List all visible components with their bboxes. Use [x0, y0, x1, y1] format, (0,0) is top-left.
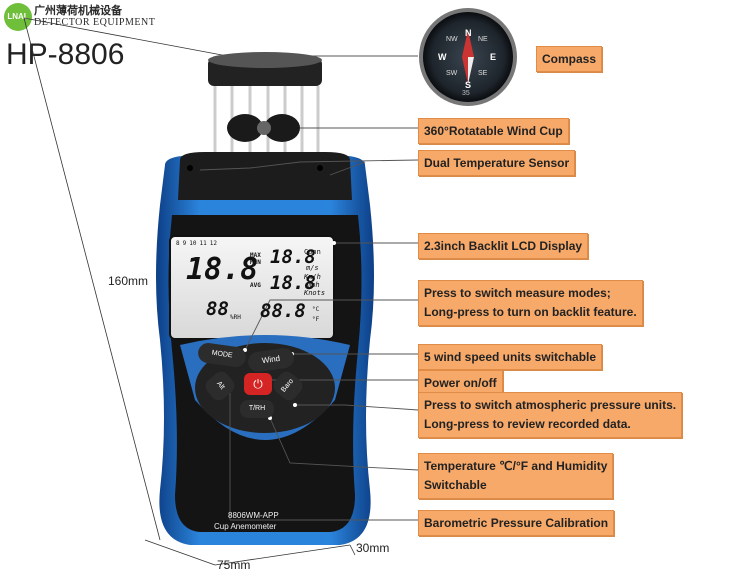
scale-9: 9: [182, 240, 187, 247]
scale-11: 11: [199, 240, 207, 247]
wind-button-label: Wind: [261, 353, 281, 366]
callout-dual-temperature: Dual Temperature Sensor: [418, 150, 576, 176]
callout-wind-cup: 360°Rotatable Wind Cup: [418, 118, 569, 144]
lcd-rh-unit: %RH: [230, 314, 241, 321]
wind-cup-head: [208, 52, 322, 155]
device-model-print: 8806WM-APP: [228, 511, 279, 520]
lcd-degc: °C: [312, 306, 320, 313]
dimension-depth: 30mm: [356, 541, 390, 555]
lcd-unit-knots: Knots: [304, 289, 326, 297]
lcd-avg-reading: 18.8: [270, 272, 316, 294]
lcd-unit-ms: m/s: [306, 264, 319, 272]
callout-power: Power on/off: [418, 370, 503, 396]
callout-calibration: Barometric Pressure Calibration: [418, 510, 615, 536]
trh-button-label: T/RH: [248, 405, 266, 412]
scale-10: 10: [189, 240, 197, 247]
compass-face: N S E W NW NE SW SE 35: [420, 10, 516, 106]
callout-lcd: 2.3inch Backlit LCD Display: [418, 233, 589, 259]
lcd-max-label: MAX: [250, 252, 261, 259]
callout-compass: Compass: [536, 46, 603, 72]
lcd-temp-reading: 88.8: [260, 300, 306, 322]
callout-temperature-line-2: Switchable: [424, 478, 487, 492]
lcd-min-label: MIN: [250, 259, 261, 266]
power-button[interactable]: ⏻: [244, 373, 272, 395]
scale-12: 12: [209, 240, 217, 247]
lcd-main-reading: 18.8: [186, 252, 259, 287]
lcd-avg-label: AVG: [250, 282, 261, 289]
lcd-humidity-reading: 88: [206, 298, 229, 320]
callout-baro-line-2: Long-press to review recorded data.: [424, 417, 631, 431]
scale-8: 8: [176, 240, 180, 247]
lcd-scale: 8 9 10 11 12: [176, 240, 217, 247]
mode-button-label: MODE: [211, 349, 233, 360]
compass-n: N: [465, 28, 472, 38]
callout-baro-line-1: Press to switch atmospheric pressure uni…: [424, 398, 677, 412]
compass-e: E: [490, 52, 497, 62]
compass-ne: NE: [478, 36, 488, 43]
lcd-unit-kmh: Km/h: [304, 273, 321, 281]
compass-nw: NW: [446, 36, 458, 43]
trh-button[interactable]: T/RH: [240, 400, 274, 418]
baro-button-label: Baro: [280, 377, 296, 394]
model-number: HP-8806: [6, 38, 125, 71]
dimension-height: 160mm: [108, 274, 149, 288]
lcd-display: 8 9 10 11 12 Conn 18.8 MAX MIN 18.8 m/s …: [172, 238, 332, 337]
compass-degree: 35: [462, 90, 470, 97]
brand-english-name: DETECTOR EQUIPMENT: [34, 17, 156, 28]
brand-logo: LNAL: [4, 3, 32, 31]
lcd-degf: °F: [312, 316, 320, 323]
compass-w: W: [438, 52, 447, 62]
callout-mode-line-2: Long-press to turn on backlit feature.: [424, 305, 637, 319]
lcd-maxmin-reading: 18.8: [270, 246, 316, 268]
dimension-width: 75mm: [217, 558, 251, 572]
lcd-unit-mph: mph: [307, 281, 320, 289]
device-name-print: Cup Anemometer: [214, 522, 277, 531]
callout-temperature: Temperature ℃/°F and Humidity Switchable: [418, 453, 614, 499]
power-icon: ⏻: [253, 377, 263, 391]
callout-mode-line-1: Press to switch measure modes;: [424, 286, 611, 300]
callout-temperature-line-1: Temperature ℃/°F and Humidity: [424, 459, 608, 473]
callout-wind-units: 5 wind speed units switchable: [418, 344, 603, 370]
alt-button-label: Alt: [215, 380, 226, 392]
compass-se: SE: [478, 70, 488, 77]
brand-chinese-name: 广州薄荷机械设备: [34, 4, 122, 17]
lcd-conn: Conn: [304, 248, 321, 256]
callout-mode: Press to switch measure modes; Long-pres…: [418, 280, 643, 326]
compass-s: S: [465, 80, 472, 90]
compass-sw: SW: [446, 70, 458, 77]
callout-baro: Press to switch atmospheric pressure uni…: [418, 392, 683, 438]
